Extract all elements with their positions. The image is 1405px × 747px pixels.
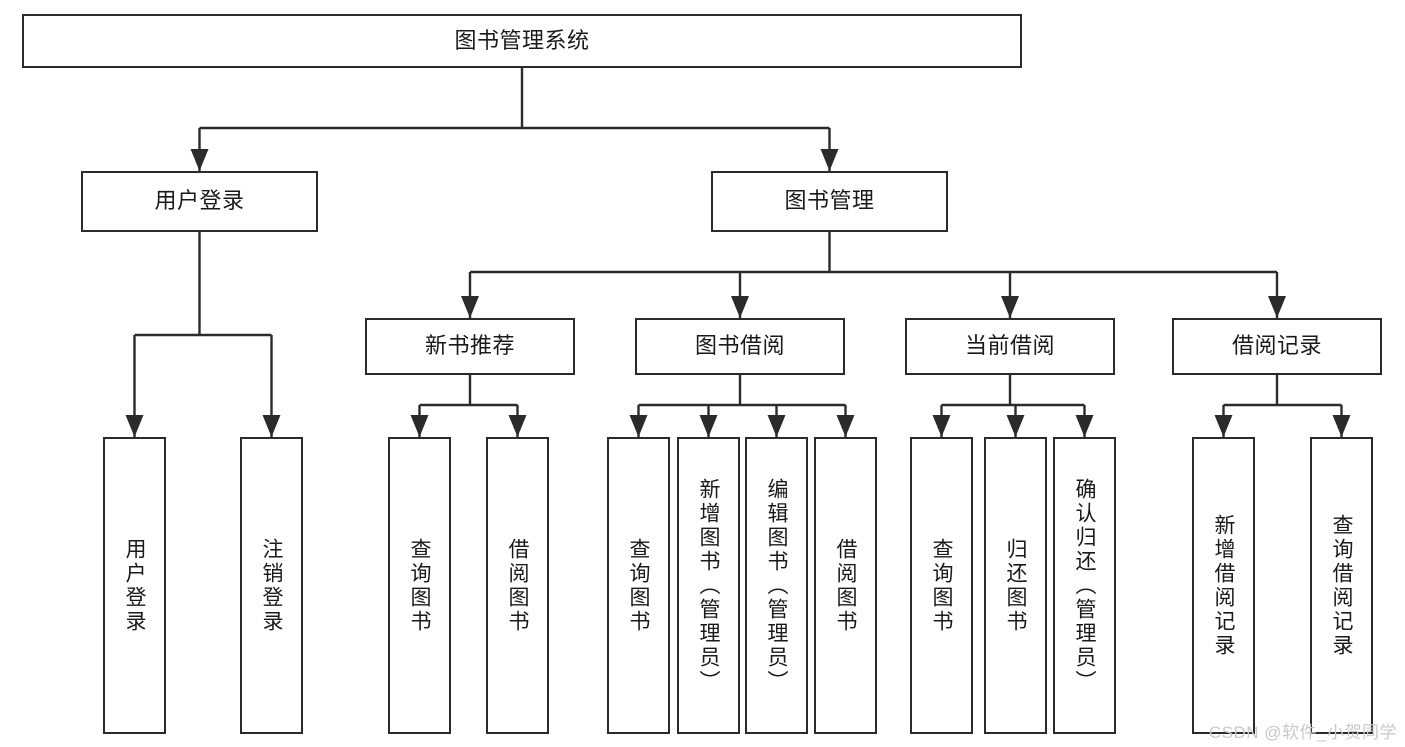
edge-arrowhead bbox=[190, 149, 209, 171]
node-leaf-rec-2[interactable]: 查询借阅记录 bbox=[1310, 437, 1373, 734]
node-label: 查询借阅记录 bbox=[1330, 513, 1353, 658]
edge-arrowhead bbox=[731, 296, 749, 318]
node-label: 新增借阅记录 bbox=[1212, 513, 1235, 658]
node-label: 新书推荐 bbox=[424, 333, 515, 359]
node-label: 归还图书 bbox=[1004, 537, 1027, 634]
node-leaf-bor-1[interactable]: 查询图书 bbox=[607, 437, 670, 734]
node-leaf-cur-2[interactable]: 归还图书 bbox=[984, 437, 1047, 734]
node-label: 查询图书 bbox=[930, 537, 953, 634]
edge-arrowhead bbox=[699, 415, 718, 437]
node-leaf-rec-1[interactable]: 新增借阅记录 bbox=[1192, 437, 1255, 734]
node-leaf-bor-4[interactable]: 借阅图书 bbox=[814, 437, 877, 734]
node-label: 确认归还（管理员） bbox=[1073, 477, 1096, 694]
edge-arrowhead bbox=[262, 415, 281, 437]
edge-arrowhead bbox=[1006, 415, 1025, 437]
edge-arrowhead bbox=[1332, 415, 1351, 437]
edge-arrowhead bbox=[508, 415, 527, 437]
node-label: 查询图书 bbox=[408, 537, 431, 634]
edge-arrowhead bbox=[1075, 415, 1094, 437]
node-label: 借阅图书 bbox=[506, 537, 529, 634]
node-label: 当前借阅 bbox=[964, 333, 1055, 359]
edge-arrowhead bbox=[410, 415, 429, 437]
edge-arrowhead bbox=[1214, 415, 1233, 437]
node-current[interactable]: 当前借阅 bbox=[905, 318, 1115, 375]
node-bookmgmt[interactable]: 图书管理 bbox=[711, 171, 948, 232]
node-leaf-new-1[interactable]: 查询图书 bbox=[388, 437, 451, 734]
node-leaf-cur-3[interactable]: 确认归还（管理员） bbox=[1053, 437, 1116, 734]
watermark: CSDN @软件_小贺同学 bbox=[1208, 723, 1397, 742]
node-records[interactable]: 借阅记录 bbox=[1172, 318, 1382, 375]
edge-arrowhead bbox=[767, 415, 786, 437]
node-label: 借阅图书 bbox=[834, 537, 857, 634]
node-label: 图书管理 bbox=[784, 188, 875, 214]
node-label: 新增图书（管理员） bbox=[697, 477, 720, 694]
edge-arrowhead bbox=[836, 415, 855, 437]
node-label: 图书借阅 bbox=[694, 333, 785, 359]
node-borrow[interactable]: 图书借阅 bbox=[635, 318, 845, 375]
node-root[interactable]: 图书管理系统 bbox=[22, 14, 1022, 68]
node-label: 注销登录 bbox=[260, 537, 283, 634]
node-leaf-login-1[interactable]: 用户登录 bbox=[103, 437, 166, 734]
node-login[interactable]: 用户登录 bbox=[81, 171, 318, 232]
node-leaf-login-2[interactable]: 注销登录 bbox=[240, 437, 303, 734]
node-leaf-bor-2[interactable]: 新增图书（管理员） bbox=[677, 437, 740, 734]
edge-arrowhead bbox=[125, 415, 144, 437]
node-label: 图书管理系统 bbox=[454, 27, 590, 53]
edge-arrowhead bbox=[629, 415, 648, 437]
node-leaf-new-2[interactable]: 借阅图书 bbox=[486, 437, 549, 734]
node-label: 用户登录 bbox=[154, 188, 245, 214]
edge-arrowhead bbox=[461, 296, 479, 318]
edge-arrowhead bbox=[1268, 296, 1286, 318]
edge-arrowhead bbox=[932, 415, 951, 437]
edge-arrowhead bbox=[1001, 296, 1019, 318]
node-label: 编辑图书（管理员） bbox=[765, 477, 788, 694]
node-label: 查询图书 bbox=[627, 537, 650, 634]
node-label: 用户登录 bbox=[123, 537, 146, 634]
node-label: 借阅记录 bbox=[1231, 333, 1322, 359]
node-newbook[interactable]: 新书推荐 bbox=[365, 318, 575, 375]
edge-arrowhead bbox=[820, 149, 839, 171]
node-leaf-bor-3[interactable]: 编辑图书（管理员） bbox=[745, 437, 808, 734]
node-leaf-cur-1[interactable]: 查询图书 bbox=[910, 437, 973, 734]
